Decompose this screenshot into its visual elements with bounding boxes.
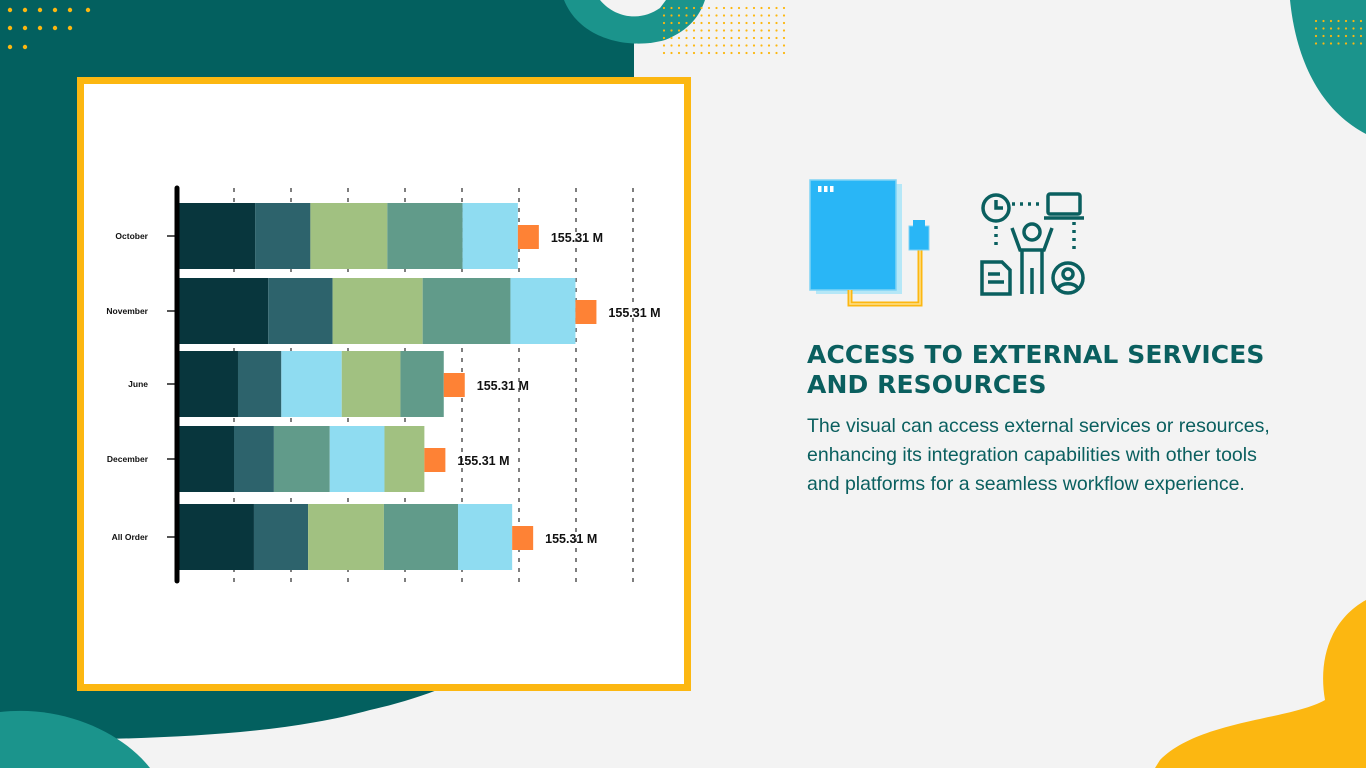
- bar-segment: [237, 351, 282, 417]
- section-title: ACCESS TO EXTERNAL SERVICES AND RESOURCE…: [807, 340, 1265, 399]
- stacked-bar-chart: October 155.31 M November 155.31 M June 155.3…: [106, 185, 661, 584]
- bar-segment: [329, 426, 385, 492]
- workflow-person-icon: [980, 192, 1085, 296]
- bar-segment: [310, 203, 388, 269]
- bar-segment: [400, 351, 444, 417]
- bar-segment: [387, 203, 463, 269]
- bar-segment: [458, 504, 513, 570]
- total-marker: [443, 373, 465, 397]
- bar-segment: [332, 278, 423, 344]
- teal-arc-top: [564, 0, 705, 44]
- total-marker: [512, 526, 534, 550]
- category-label: October: [115, 231, 148, 241]
- category-label: All Order: [112, 532, 149, 542]
- section-description: The visual can access external services …: [807, 415, 1270, 495]
- data-label: 155.31 M: [608, 306, 660, 320]
- bar-segment: [177, 203, 256, 269]
- dot-grid-top-center: [662, 6, 786, 55]
- bar-segment: [177, 278, 269, 344]
- data-label: 155.31 M: [457, 454, 509, 468]
- bar-segment: [268, 278, 333, 344]
- bar-segment: [177, 351, 238, 417]
- teal-corner-top-right: [1290, 0, 1366, 134]
- chart-card: October 155.31 M November 155.31 M June 155.3…: [77, 77, 691, 691]
- server-cable-icon: [809, 179, 930, 307]
- data-label: 155.31 M: [545, 532, 597, 546]
- bar-segment: [273, 426, 330, 492]
- bar-segment: [383, 504, 459, 570]
- yellow-blob-bottom-right: [1155, 600, 1366, 768]
- bar-segment: [255, 203, 311, 269]
- category-label: November: [106, 306, 148, 316]
- data-label: 155.31 M: [477, 379, 529, 393]
- bar-segment: [308, 504, 384, 570]
- bar-segment: [510, 278, 576, 344]
- bar-segment: [384, 426, 425, 492]
- total-marker: [424, 448, 446, 472]
- teal-light-corner-bottom-left: [0, 710, 150, 768]
- total-marker: [575, 300, 597, 324]
- bar-segment: [234, 426, 274, 492]
- bar-segment: [177, 426, 234, 492]
- bar-segment: [281, 351, 342, 417]
- data-label: 155.31 M: [551, 231, 603, 245]
- feature-section: ACCESS TO EXTERNAL SERVICES AND RESOURCE…: [807, 340, 1277, 499]
- teal-arc-inner: [600, 0, 666, 17]
- dot-grid-top-right: [1314, 19, 1363, 45]
- bar-segment: [253, 504, 309, 570]
- dot-grid-top-left: [7, 7, 91, 50]
- category-label: December: [107, 454, 149, 464]
- bar-segment: [177, 504, 254, 570]
- category-label: June: [128, 379, 148, 389]
- bar-segment: [462, 203, 518, 269]
- total-marker: [517, 225, 539, 249]
- bar-segment: [341, 351, 401, 417]
- bar-segment: [422, 278, 511, 344]
